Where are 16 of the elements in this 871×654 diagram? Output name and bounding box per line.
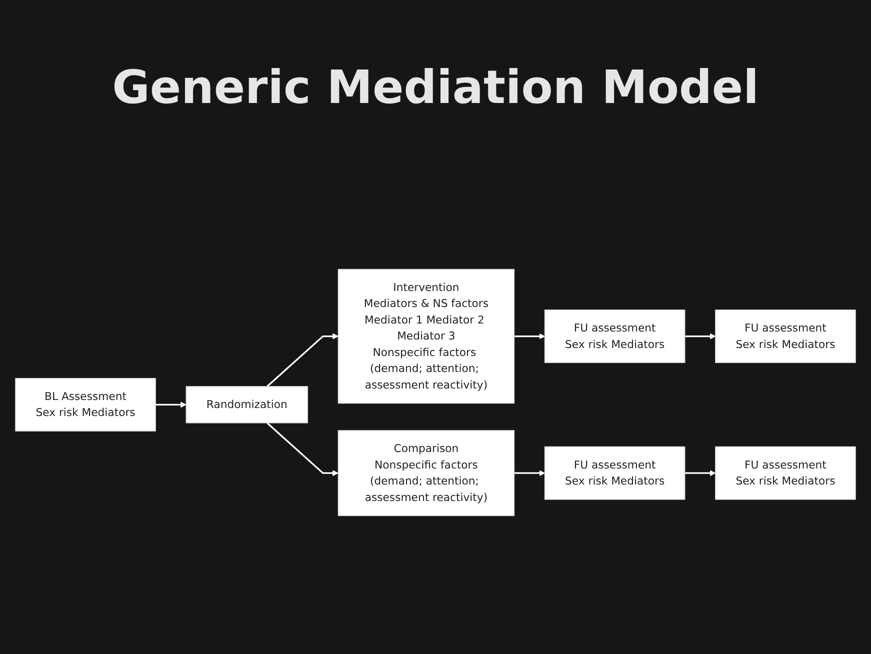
arrow: [684, 470, 716, 476]
arrow: [266, 333, 338, 388]
node-box: FU assessment Sex risk Mediators: [544, 446, 686, 500]
node-box: Randomization: [186, 386, 308, 424]
node-box: FU assessment Sex risk Mediators: [715, 310, 856, 364]
arrow: [266, 422, 338, 476]
arrow: [514, 470, 545, 476]
node-box: Comparison Nonspecific factors (demand; attention; assessment reactivity): [338, 430, 515, 516]
node-box: BL Assessment Sex risk Mediators: [15, 378, 156, 432]
arrow: [156, 402, 186, 408]
node-box: FU assessment Sex risk Mediators: [544, 310, 686, 364]
arrow: [684, 333, 716, 340]
node-box: Intervention Mediators & NS factors Mediator 1 Mediator 2 Mediator 3 Nonspecific factors (demand; attention; assessment reactivity): [338, 268, 515, 404]
arrow: [514, 333, 545, 340]
slide-title: Generic Mediation Model: [111, 60, 760, 114]
node-box: FU assessment Sex risk Mediators: [715, 446, 856, 500]
